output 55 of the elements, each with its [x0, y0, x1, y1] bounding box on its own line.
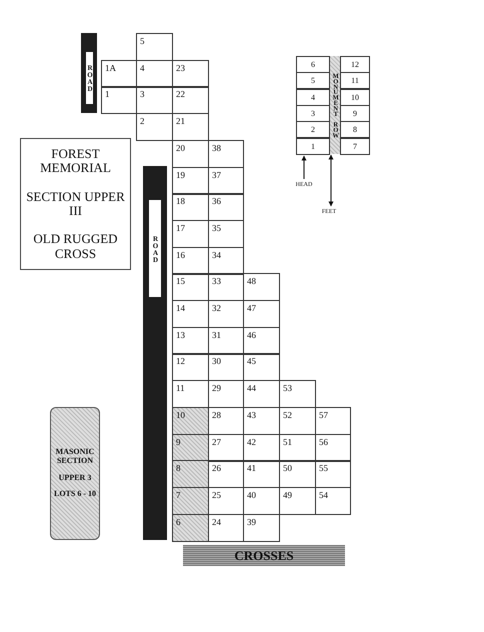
sign-text: MASONIC SECTION — [54, 448, 96, 466]
plot-cell: 4 — [296, 89, 330, 106]
road-band — [81, 33, 97, 113]
plot-cell: 10 — [340, 89, 370, 106]
plot-cell: 5 — [296, 72, 330, 89]
sign-text: UPPER 3 — [58, 474, 92, 482]
plot-cell: 8 — [340, 121, 370, 138]
plot-cell: 23 — [172, 60, 209, 88]
plot-cell: 45 — [243, 353, 280, 381]
plot-cell: 38 — [208, 140, 244, 168]
plot-cell: 18 — [172, 193, 209, 221]
plot-cell: 6 — [172, 514, 209, 542]
plot-cell: 1A — [101, 60, 137, 88]
plot-cell: 9 — [340, 105, 370, 122]
arrow — [328, 154, 334, 206]
plot-cell: 6 — [296, 56, 330, 73]
plot-cell: 22 — [172, 86, 209, 114]
plot-cell: 19 — [172, 167, 209, 195]
plot-cell: 1 — [101, 86, 137, 114]
plot-cell: 12 — [172, 353, 209, 381]
plot-cell: 56 — [315, 434, 351, 462]
plot-cell: 1 — [296, 138, 330, 155]
plot-cell: 2 — [296, 121, 330, 138]
plot-cell: 3 — [296, 105, 330, 122]
plot-cell: 36 — [208, 193, 244, 221]
plot-cell: 9 — [172, 434, 209, 462]
plot-cell: 34 — [208, 247, 244, 275]
plot-cell: 7 — [340, 138, 370, 155]
plot-cell: 16 — [172, 247, 209, 275]
plot-cell: 7 — [172, 487, 209, 515]
crosses-band: CROSSES — [183, 545, 345, 566]
plot-cell: 15 — [172, 273, 209, 301]
plot-cell: 2 — [136, 113, 173, 141]
road-band — [143, 166, 167, 540]
plot-cell: 46 — [243, 327, 280, 355]
section-sign — [20, 138, 131, 270]
plot-cell: 37 — [208, 167, 244, 195]
plot-cell: 54 — [315, 487, 351, 515]
sign-text: FOREST MEMORIAL — [39, 147, 112, 176]
plot-cell: 10 — [172, 407, 209, 435]
plot-cell: 12 — [340, 56, 370, 73]
plot-cell: 53 — [279, 380, 316, 408]
sign-text: SECTION UPPER III — [25, 190, 126, 218]
plot-cell: 13 — [172, 327, 209, 355]
plot-cell: 8 — [172, 460, 209, 488]
plot-cell: 39 — [243, 514, 280, 542]
plot-cell: 11 — [340, 72, 370, 89]
plot-cell: 57 — [315, 407, 351, 435]
plot-cell: 55 — [315, 460, 351, 488]
arrow — [302, 156, 306, 180]
plot-cell: 48 — [243, 273, 280, 301]
masonic-section-sign — [50, 407, 100, 540]
sign-text: LOTS 6 - 10 — [54, 490, 96, 500]
plot-cell: 5 — [136, 33, 173, 61]
sign-text: OLD RUGGED CROSS — [32, 232, 119, 261]
